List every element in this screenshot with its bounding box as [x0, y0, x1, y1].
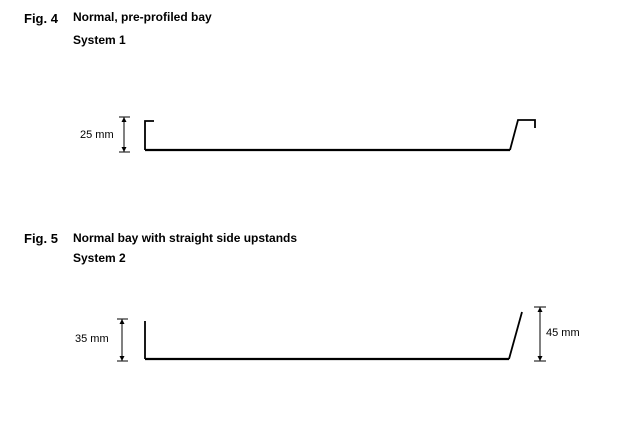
fig4-left-upstand: [144, 120, 154, 150]
fig4-number: Fig. 4: [24, 11, 58, 26]
fig4-profile: [144, 119, 536, 152]
fig5-system: System 2: [73, 251, 126, 265]
fig5-profile: [144, 311, 523, 361]
fig4-left-dimension: [119, 116, 130, 153]
fig5-number: Fig. 5: [24, 231, 58, 246]
fig5-right-dimension: [534, 306, 546, 362]
fig5-left-dimension: [117, 318, 128, 362]
fig4-title: Normal, pre-profiled bay: [73, 10, 212, 24]
fig4-right-upstand: [509, 119, 536, 151]
fig4-system: System 1: [73, 33, 126, 47]
fig5-right-upstand: [508, 311, 523, 360]
fig5-right-height-label: 45 mm: [546, 327, 580, 339]
fig5-title: Normal bay with straight side upstands: [73, 231, 298, 245]
fig4-left-height-label: 25 mm: [80, 129, 114, 141]
fig5-left-height-label: 35 mm: [75, 333, 109, 345]
